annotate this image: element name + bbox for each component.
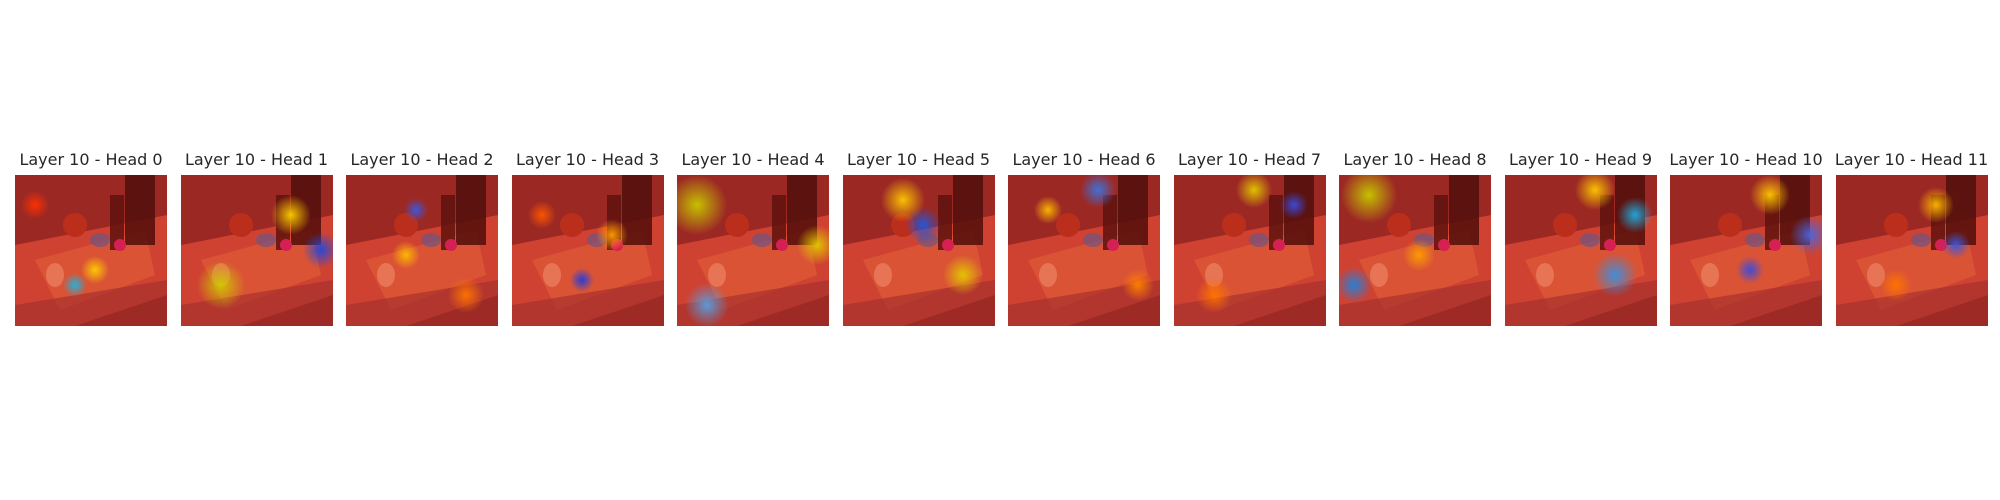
attention-heatmap-image [346, 175, 498, 326]
panel-title: Layer 10 - Head 6 [1012, 150, 1156, 169]
attention-heatmap-image [1008, 175, 1160, 326]
panel-title: Layer 10 - Head 9 [1508, 150, 1653, 169]
attention-heatmap-image [1670, 175, 1822, 326]
attention-heatmap-image [511, 175, 664, 326]
attention-heatmap-image [1339, 175, 1491, 326]
panel-title: Layer 10 - Head 4 [681, 150, 825, 169]
attention-heatmap-image [180, 175, 333, 326]
panel-title: Layer 10 - Head 7 [1177, 150, 1322, 169]
panel-title: Layer 10 - Head 10 [1669, 150, 1823, 169]
attention-heatmap-image [1504, 175, 1657, 326]
panel-title: Layer 10 - Head 1 [184, 150, 329, 169]
panel-title: Layer 10 - Head 8 [1343, 150, 1487, 169]
panel-title: Layer 10 - Head 0 [19, 150, 163, 169]
attention-heatmap-image [677, 175, 829, 326]
panel-title: Layer 10 - Head 11 [1834, 150, 1989, 169]
attention-heatmap-image [842, 175, 995, 326]
panel-title: Layer 10 - Head 2 [350, 150, 494, 169]
attention-heatmap-image [1173, 175, 1326, 326]
panel-title: Layer 10 - Head 3 [515, 150, 660, 169]
attention-heatmap-image [15, 175, 167, 326]
panel-title: Layer 10 - Head 5 [846, 150, 991, 169]
attention-heatmap-image [1835, 175, 1988, 326]
